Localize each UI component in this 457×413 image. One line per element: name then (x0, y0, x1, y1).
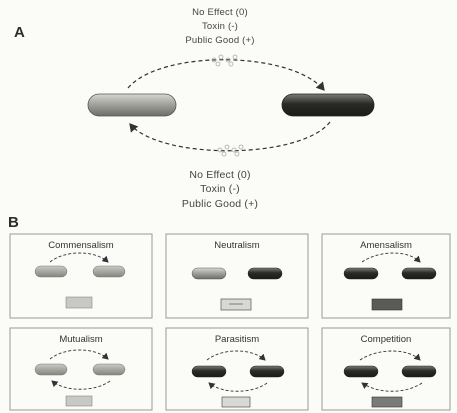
title-neutralism: Neutralism (214, 240, 260, 251)
bottom-effect-no-effect: No Effect (0) (189, 169, 251, 181)
neutralism-cell-left (191, 267, 227, 280)
cell-left-light (87, 93, 177, 117)
amensalism-effect-box (371, 298, 403, 311)
title-parasitism: Parasitism (214, 334, 260, 345)
title-mutualism: Mutualism (59, 334, 103, 345)
commensalism-cell-right (92, 265, 126, 278)
parasitism-cell-left (191, 365, 227, 378)
arrow-bottom (129, 121, 331, 152)
panel-a-letter: A (14, 24, 25, 41)
title-amensalism: Amensalism (360, 240, 412, 251)
title-commensalism: Commensalism (48, 240, 114, 251)
frame-parasitism (165, 327, 309, 411)
amensalism-cell-left (343, 267, 379, 280)
competition-cell-right (401, 365, 437, 378)
neutralism-cell-right (247, 267, 283, 280)
bottom-effect-toxin: Toxin (-) (200, 183, 240, 195)
top-effect-toxin: Toxin (-) (201, 21, 239, 32)
molecule-icon-bottom (217, 144, 244, 157)
title-competition: Competition (360, 334, 412, 345)
cell-right-dark (281, 93, 375, 117)
panel-b-letter: B (8, 214, 19, 231)
amensalism-cell-right (401, 267, 437, 280)
competition-effect-box (371, 396, 403, 408)
mutualism-effect-box (65, 395, 93, 407)
competition-cell-left (343, 365, 379, 378)
mutualism-cell-right (92, 363, 126, 376)
bottom-effect-public-good: Public Good (+) (181, 198, 259, 210)
mutualism-cell-left (34, 363, 68, 376)
arrow-top (127, 59, 325, 91)
commensalism-effect-box (65, 296, 93, 309)
commensalism-cell-left (34, 265, 68, 278)
parasitism-effect-box (221, 396, 251, 408)
molecule-icon-top (211, 54, 238, 67)
parasitism-cell-right (249, 365, 285, 378)
top-effect-public-good: Public Good (+) (185, 35, 255, 46)
neutralism-effect-box (220, 298, 252, 311)
top-effect-no-effect: No Effect (0) (192, 7, 248, 18)
